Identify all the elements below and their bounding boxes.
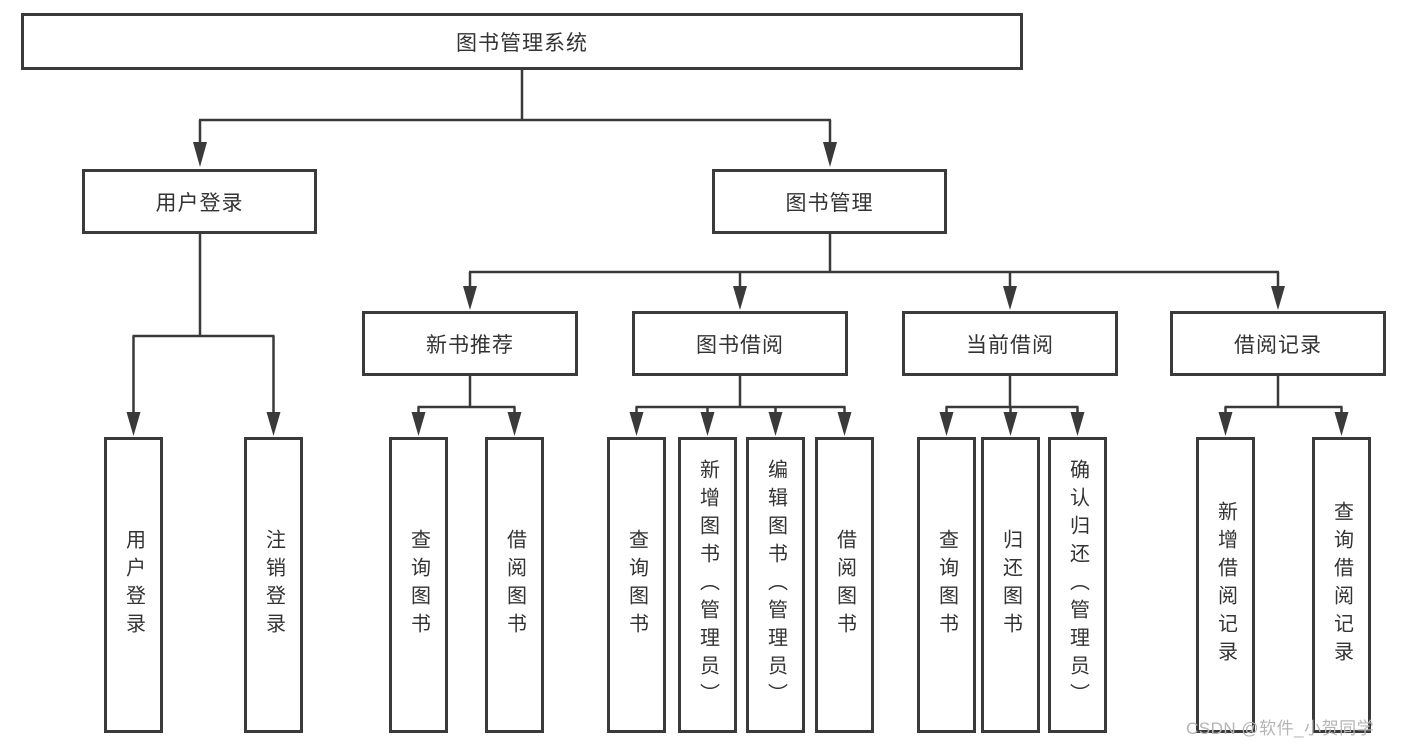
csdn-watermark: CSDN @软件_小贺同学 (1186, 719, 1375, 738)
leaf-return-books: 归还图书 (981, 437, 1040, 733)
leaf-label: 新增借阅记录 (1214, 501, 1237, 669)
connector-section-new-book (417, 376, 516, 412)
connector-section-records (1224, 376, 1343, 412)
connector-section-borrow (635, 376, 846, 412)
node-book-management: 图书管理 (712, 169, 947, 234)
leaf-label: 查询图书 (935, 529, 958, 641)
connector-root-to-level2 (198, 70, 832, 142)
connector-section-current (945, 376, 1079, 412)
leaf-label: 用户登录 (122, 529, 145, 641)
node-library-system-root: 图书管理系统 (21, 13, 1023, 70)
leaf-borrow-books: 借阅图书 (815, 437, 874, 733)
user-login-label: 用户登录 (155, 191, 244, 215)
connector-login-to-leaves (132, 234, 275, 412)
leaf-query-borrow-record: 查询借阅记录 (1312, 437, 1371, 733)
leaf-label: 注销登录 (262, 529, 285, 641)
section-label: 图书借阅 (696, 333, 784, 357)
leaf-query-books-borrow: 查询图书 (607, 437, 666, 733)
leaf-label: 查询图书 (625, 529, 648, 641)
leaf-add-borrow-record: 新增借阅记录 (1196, 437, 1255, 733)
leaf-label: 查询图书 (407, 529, 430, 641)
section-label: 借阅记录 (1234, 333, 1322, 357)
leaf-query-books-current: 查询图书 (917, 437, 976, 733)
leaf-label: 新增图书（管理员） (696, 459, 719, 711)
leaf-label: 确认归还（管理员） (1066, 459, 1089, 711)
leaf-label: 查询借阅记录 (1330, 501, 1353, 669)
node-user-login: 用户登录 (82, 169, 317, 234)
leaf-logout: 注销登录 (244, 437, 303, 733)
node-current-borrow: 当前借阅 (902, 311, 1118, 376)
leaf-label: 借阅图书 (833, 529, 856, 641)
leaf-add-books-admin: 新增图书（管理员） (678, 437, 737, 733)
section-label: 当前借阅 (966, 333, 1054, 357)
section-label: 新书推荐 (426, 333, 514, 357)
leaf-confirm-return-admin: 确认归还（管理员） (1048, 437, 1107, 733)
book-management-label: 图书管理 (785, 191, 874, 215)
leaf-label: 借阅图书 (503, 529, 526, 641)
leaf-label: 编辑图书（管理员） (764, 459, 787, 711)
node-new-book-recommend: 新书推荐 (362, 311, 578, 376)
node-book-borrow: 图书借阅 (632, 311, 848, 376)
root-label: 图书管理系统 (456, 31, 588, 55)
connector-management-to-sections (468, 234, 1280, 286)
leaf-user-login: 用户登录 (104, 437, 163, 733)
leaf-borrow-books-recommend: 借阅图书 (485, 437, 544, 733)
node-borrow-records: 借阅记录 (1170, 311, 1386, 376)
leaf-query-books-recommend: 查询图书 (389, 437, 448, 733)
arrowheads (126, 142, 1349, 436)
leaf-label: 归还图书 (999, 529, 1022, 641)
leaf-edit-books-admin: 编辑图书（管理员） (746, 437, 805, 733)
